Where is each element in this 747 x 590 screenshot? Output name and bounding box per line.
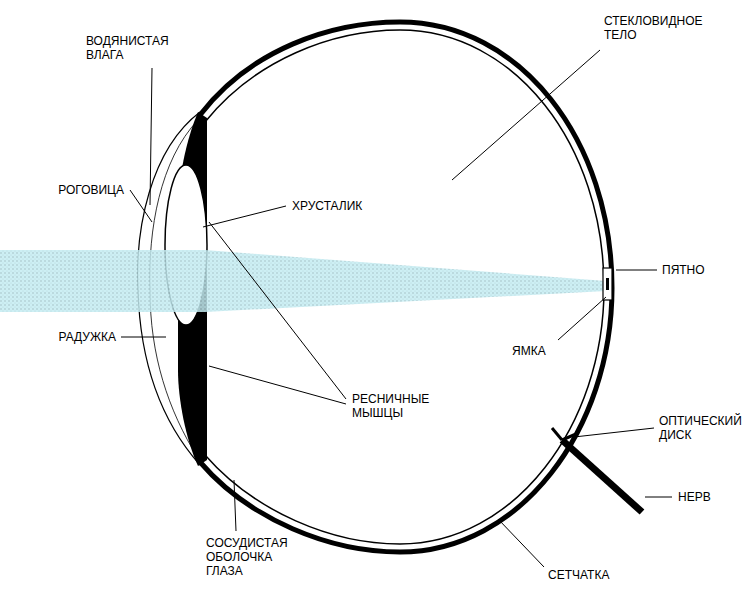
leader-line bbox=[645, 497, 672, 498]
leader-line bbox=[150, 68, 152, 205]
part-label: ХРУСТАЛИК bbox=[292, 199, 362, 213]
part-label: РЕСНИЧНЫЕ МЫШЦЫ bbox=[352, 392, 429, 420]
optic-nerve bbox=[562, 440, 642, 512]
leader-line bbox=[498, 519, 544, 567]
light-beam bbox=[0, 250, 606, 312]
part-label: РАДУЖКА bbox=[58, 330, 116, 344]
optic-disc bbox=[562, 434, 576, 440]
part-label: СЕТЧАТКА bbox=[548, 568, 609, 582]
part-label: ЯМКА bbox=[512, 344, 546, 358]
part-label: СТЕКЛОВИДНОЕ ТЕЛО bbox=[604, 14, 703, 42]
part-label: ВОДЯНИСТАЯ ВЛАГА bbox=[86, 34, 169, 62]
leader-line bbox=[121, 337, 166, 338]
leader-line bbox=[558, 297, 606, 340]
leader-line bbox=[130, 190, 152, 222]
part-label: СОСУДИСТАЯ ОБОЛОЧКА ГЛАЗА bbox=[206, 536, 288, 578]
leader-line bbox=[209, 366, 346, 404]
leader-line bbox=[203, 206, 286, 227]
leader-line bbox=[452, 50, 600, 180]
part-label: ОПТИЧЕСКИЙ ДИСК bbox=[659, 414, 742, 442]
leader-line bbox=[234, 480, 236, 531]
leader-line bbox=[209, 222, 346, 399]
leader-line bbox=[574, 428, 654, 437]
fovea bbox=[606, 278, 609, 290]
leader-lines bbox=[121, 50, 672, 567]
macula bbox=[603, 268, 612, 300]
part-label: НЕРВ bbox=[678, 490, 711, 504]
leader-line bbox=[616, 270, 657, 271]
optic-disc bbox=[552, 428, 562, 440]
part-label: ПЯТНО bbox=[662, 263, 705, 277]
part-label: РОГОВИЦА bbox=[58, 183, 124, 197]
